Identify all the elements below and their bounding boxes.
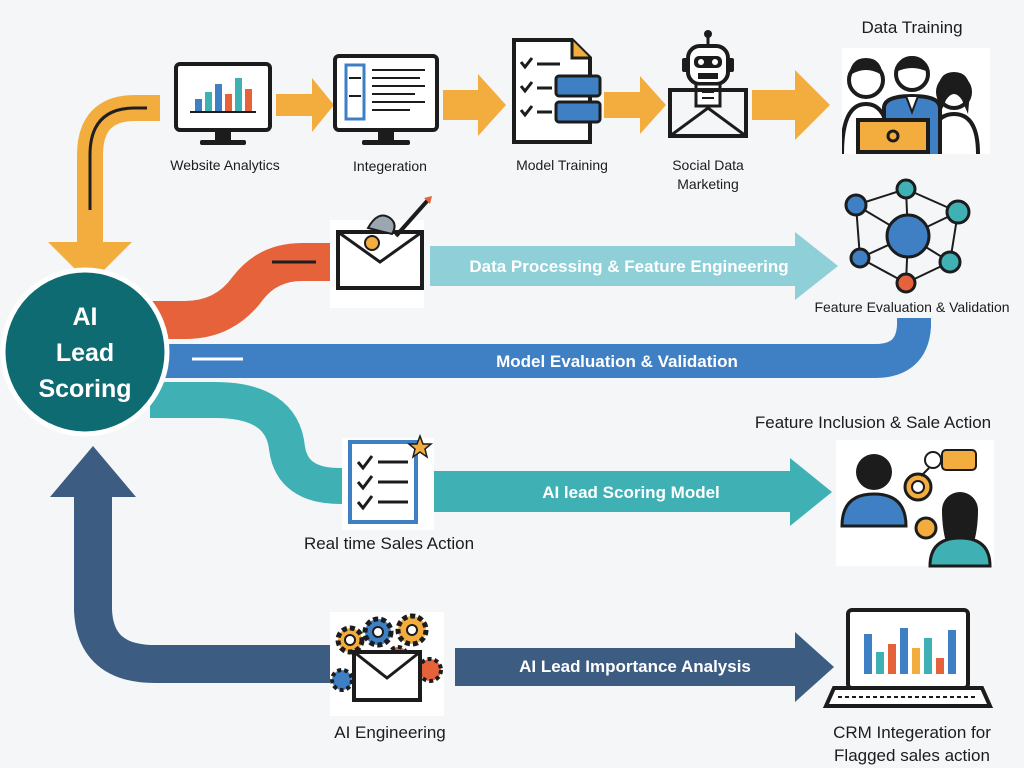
robot-envelope-icon [668,30,748,138]
top-orange-curve [77,95,160,245]
red-band [150,243,338,339]
arrow-social-to-data-training [752,70,830,140]
blue-band [165,318,931,378]
data-training-label: Data Training [861,18,962,37]
top-orange-flow [48,70,830,284]
social-data-label-line1: Social Data [672,157,744,173]
feature-inclusion-label: Feature Inclusion & Sale Action [755,413,991,432]
ai-engineering-label: AI Engineering [334,723,446,742]
scoring-model-arrow [430,458,832,526]
center-title-line1: AI [73,303,98,331]
data-processing-arrow [430,232,838,300]
feature-evaluation-label: Feature Evaluation & Validation [814,299,1009,315]
arrow-integration-to-training [443,74,506,136]
gears-envelope-icon [330,612,444,716]
center-circle [0,267,170,437]
up-arrow-head [50,446,136,497]
center-node: AI Lead Scoring [0,267,170,437]
teal-flow: AI lead Scoring Model [150,382,832,526]
network-nodes-icon [844,178,971,294]
real-time-label: Real time Sales Action [304,534,474,553]
team-laptop-icon [842,48,990,154]
data-processing-label: Data Processing & Feature Engineering [469,257,788,276]
red-flow [150,243,338,339]
importance-analysis-label: AI Lead Importance Analysis [519,657,751,676]
importance-analysis-arrow [455,632,834,702]
data-processing-flow: Data Processing & Feature Engineering [430,232,838,300]
navy-band [74,495,330,683]
scoring-model-label: AI lead Scoring Model [542,483,720,502]
laptop-chart-icon [822,608,994,708]
top-orange-curve-line [88,106,147,210]
navy-flow: AI Lead Importance Analysis [50,446,834,702]
people-conversation-icon [836,440,994,568]
social-data-label-line2: Marketing [677,176,738,192]
clipboard-checklist-icon [342,433,434,530]
blue-flow: Model Evaluation & Validation [165,318,931,378]
checklist-document-icon [512,38,602,144]
monitor-analytics-icon [174,62,272,145]
down-arrow-head [48,242,132,284]
crm-label-line2: Flagged sales action [834,746,990,765]
teal-band [150,382,350,504]
integration-label: Integeration [353,158,427,174]
monitor-integration-icon [333,54,439,145]
arrow-training-to-social [604,76,666,134]
envelope-pen-icon [330,196,432,308]
website-analytics-label: Website Analytics [170,157,279,173]
center-title-line3: Scoring [38,375,131,403]
model-evaluation-label: Model Evaluation & Validation [496,352,738,371]
arrow-analytics-to-integration [276,78,334,132]
crm-label-line1: CRM Integeration for [833,723,991,742]
model-training-label: Model Training [516,157,608,173]
center-title-line2: Lead [56,339,114,367]
